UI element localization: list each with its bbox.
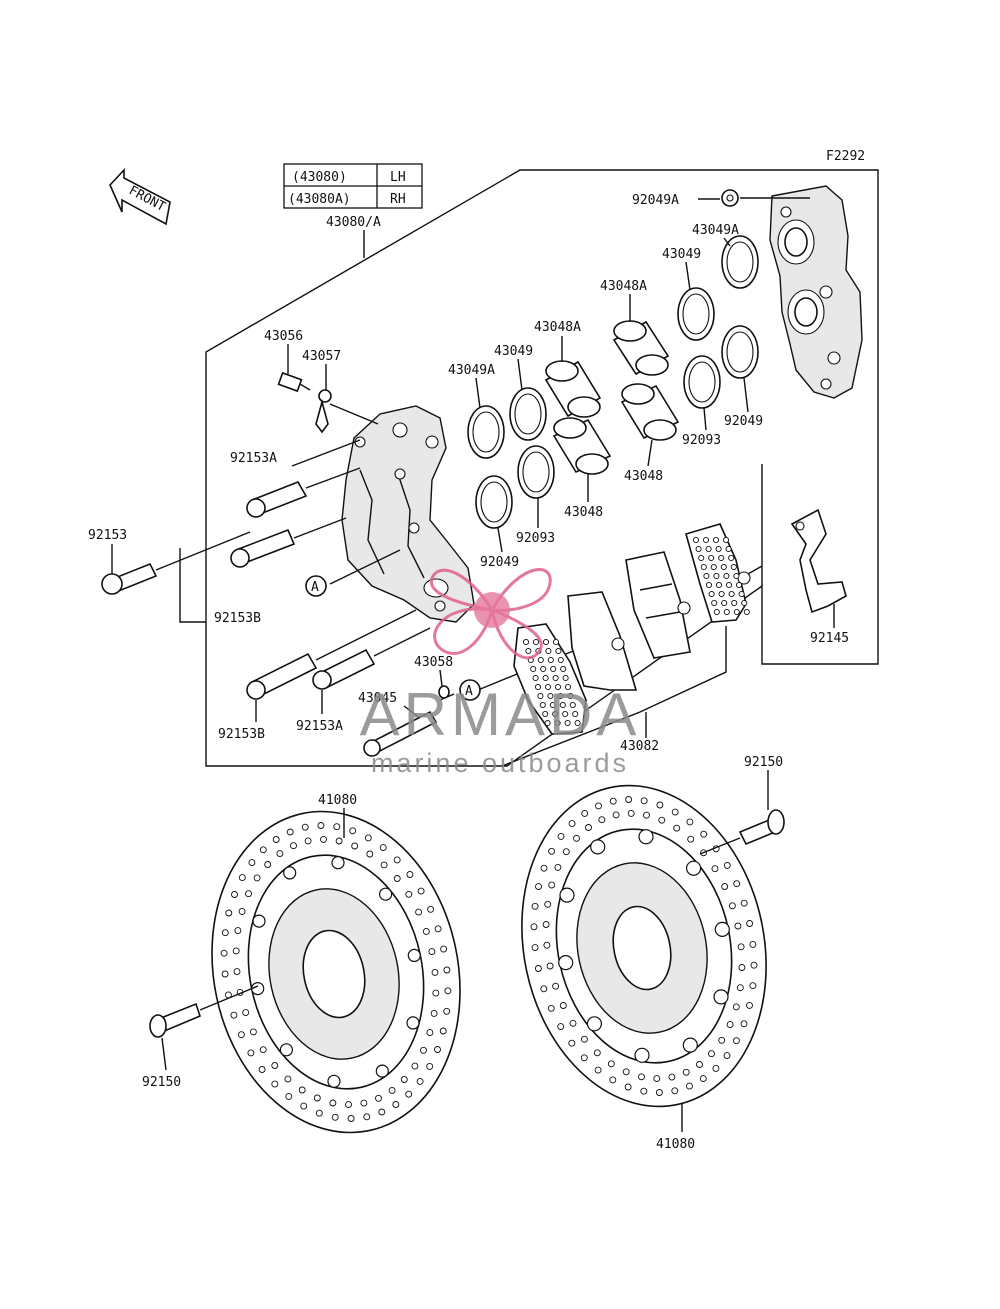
svg-text:A: A (311, 580, 319, 595)
bolt-92153B-lower (246, 609, 417, 700)
label-92145: 92145 (810, 631, 849, 646)
label-41080-r: 41080 (656, 1137, 695, 1152)
piston-43048A-right (612, 320, 670, 376)
legend-part-lh: (43080) (292, 170, 347, 185)
legend-side-rh: RH (390, 192, 406, 207)
label-43057: 43057 (302, 349, 341, 364)
diagram-code: F2292 (826, 149, 865, 164)
pad-spring-92145 (790, 508, 847, 614)
marker-a-lower: A (459, 679, 481, 701)
pad-backing-right (685, 523, 751, 623)
bleeder-valve-43056 (277, 371, 311, 393)
assembly-outline (205, 169, 879, 767)
brake-disc-right (521, 784, 767, 1108)
label-43045: 43045 (358, 691, 397, 706)
watermark-brand: ARMADA (360, 681, 641, 748)
label-43048A-l: 43048A (534, 320, 581, 335)
label-43049A-l: 43049A (448, 363, 495, 378)
legend-side-lh: LH (390, 170, 406, 185)
legend-part-rh: (43080A) (288, 192, 351, 207)
disc-bolt-92150-left (149, 985, 259, 1038)
label-92153A-u: 92153A (230, 451, 277, 466)
left-caliper (341, 405, 475, 623)
piston-43048-right (620, 383, 680, 441)
label-92153: 92153 (88, 528, 127, 543)
label-92153B-l: 92153B (218, 727, 265, 742)
bolt-92153A-lower (312, 627, 431, 690)
label-92153A-l: 92153A (296, 719, 343, 734)
label-43048-l: 43048 (564, 505, 603, 520)
bolt-92153 (101, 531, 251, 595)
label-43056: 43056 (264, 329, 303, 344)
label-92049-l: 92049 (480, 555, 519, 570)
front-arrow-icon: FRONT (109, 167, 171, 226)
marker-a-upper: A (305, 575, 327, 597)
label-43048A-r: 43048A (600, 279, 647, 294)
label-43049-l: 43049 (494, 344, 533, 359)
label-92049-r: 92049 (724, 414, 763, 429)
bolt-92153B-upper (230, 517, 347, 568)
label-43049-r: 43049 (662, 247, 701, 262)
label-41080-l: 41080 (318, 793, 357, 808)
watermark-tagline: marine outboards (371, 748, 629, 778)
label-92093-r: 92093 (682, 433, 721, 448)
part-labels: 92049A 43049A 43049 43048A 43048A 43049 … (88, 193, 849, 1152)
legend-table: (43080) LH (43080A) RH 43080/A (283, 163, 423, 258)
bleeder-cap-43057 (315, 389, 379, 434)
assembly-label: 43080/A (326, 215, 381, 230)
label-43049A-r: 43049A (692, 223, 739, 238)
label-43048-r: 43048 (624, 469, 663, 484)
propeller-logo-icon (429, 568, 552, 660)
piston-43048A-left (544, 360, 602, 418)
brake-disc-left (211, 810, 461, 1134)
bolt-92153A-upper (246, 467, 361, 518)
armada-watermark: ARMADA marine outboards (360, 568, 641, 778)
label-92153B-u: 92153B (214, 611, 261, 626)
label-43058: 43058 (414, 655, 453, 670)
label-92049A: 92049A (632, 193, 679, 208)
disc-bolt-92150-right (699, 809, 785, 855)
label-43082: 43082 (620, 739, 659, 754)
label-92150-l: 92150 (142, 1075, 181, 1090)
brake-pad-43082 (625, 551, 691, 659)
piston-43048-left (552, 417, 612, 475)
svg-text:A: A (465, 684, 473, 699)
label-92150-r: 92150 (744, 755, 783, 770)
pin-43045 (363, 710, 438, 757)
right-caliper (740, 185, 863, 399)
label-92093-l: 92093 (516, 531, 555, 546)
pad-shim-left (567, 591, 638, 691)
